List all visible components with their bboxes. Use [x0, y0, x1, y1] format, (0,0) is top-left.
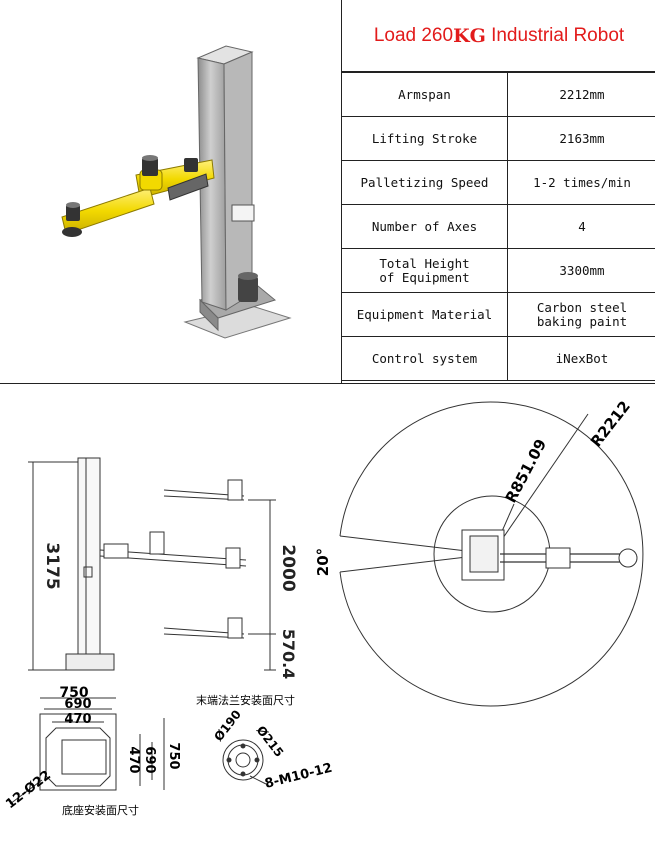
spec-title-post: Industrial Robot	[485, 24, 625, 46]
technical-drawing: 3175 2000 570.4 750 690 470 470 690 750 …	[0, 384, 655, 862]
dim-base-inner: 470	[64, 712, 91, 727]
spec-label: Number of Axes	[342, 204, 508, 249]
dim-flange-d2: Ø215	[254, 723, 287, 759]
dim-height-total: 3175	[42, 542, 62, 589]
dim-radius-outer: R2212	[587, 397, 634, 450]
spec-label: Lifting Stroke	[342, 116, 508, 161]
dim-base-side-inner: 470	[126, 746, 141, 773]
spec-value: 3300mm	[506, 248, 655, 293]
spec-value: Carbon steel baking paint	[506, 292, 655, 337]
spec-label: Armspan	[342, 72, 508, 117]
dim-stroke: 2000	[278, 544, 298, 591]
spec-value: 1-2 times/min	[506, 160, 655, 205]
dim-bottom-offset: 570.4	[279, 629, 298, 680]
flange-plan	[222, 739, 267, 785]
section-divider	[0, 383, 655, 384]
robot-render	[0, 0, 340, 383]
arm-positions	[99, 479, 247, 639]
spec-label: Equipment Material	[342, 292, 508, 337]
spec-value: 2163mm	[506, 116, 655, 161]
base-plan	[9, 697, 165, 805]
spec-label: Total Height of Equipment	[342, 248, 508, 293]
spec-label: Palletizing Speed	[342, 160, 508, 205]
drawing-svg: 3175 2000 570.4 750 690 470 470 690 750 …	[3, 397, 644, 817]
dim-base-outer: 750	[59, 685, 88, 701]
dim-radius-inner: R851.09	[502, 436, 550, 506]
side-elevation	[28, 457, 276, 671]
spec-value: 4	[506, 204, 655, 249]
dim-base-mid: 690	[64, 697, 91, 712]
flange-caption: 末端法兰安装面尺寸	[196, 693, 295, 707]
dim-base-side-outer: 750	[166, 742, 181, 769]
dim-flange-holes: 8-M10-12	[263, 761, 334, 792]
spec-value: 2212mm	[506, 72, 655, 117]
work-envelope	[339, 401, 644, 707]
spec-value: iNexBot	[506, 336, 655, 381]
spec-title-pre: Load 260	[373, 24, 454, 46]
dim-base-side-mid: 690	[142, 746, 157, 773]
spec-label: Control system	[342, 336, 508, 381]
dim-flange-d1: Ø190	[211, 707, 244, 743]
dim-dead-angle: 20°	[314, 548, 332, 576]
robot-render-svg	[61, 45, 292, 339]
base-caption: 底座安装面尺寸	[62, 803, 139, 817]
spec-title-kg: KG	[453, 24, 486, 47]
